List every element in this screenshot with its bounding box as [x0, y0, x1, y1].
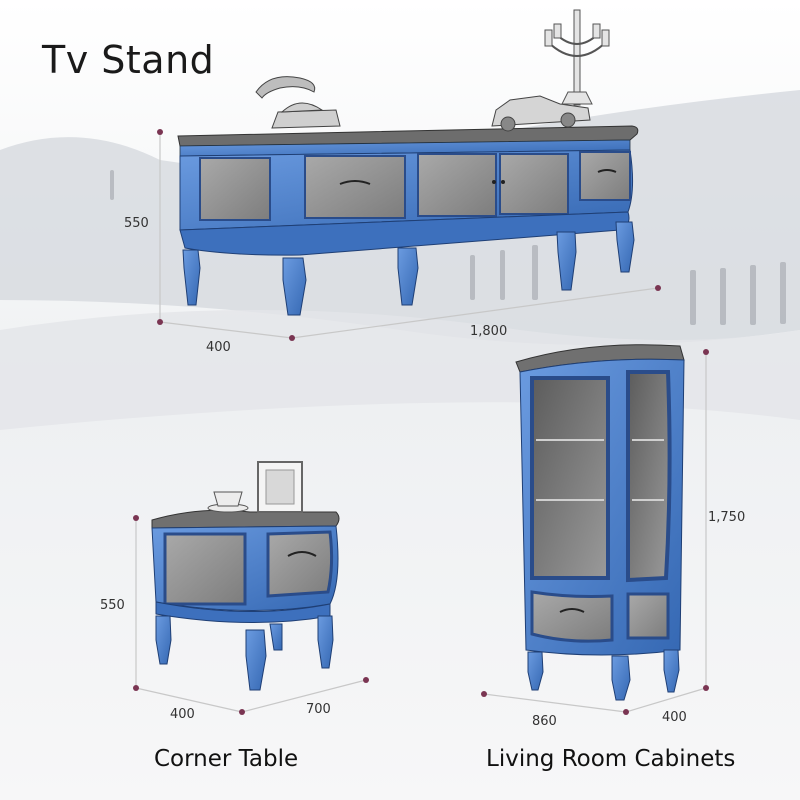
- page-title: Tv Stand: [42, 38, 215, 82]
- tv-stand-width-label: 1,800: [470, 324, 508, 339]
- car-model-decor: [491, 95, 591, 132]
- corner-table-width-label: 700: [306, 702, 331, 717]
- telephone-decor: [255, 76, 341, 129]
- tv-stand-depth-label: 400: [206, 340, 231, 355]
- corner-table-caption: Corner Table: [154, 746, 299, 772]
- tv-stand: [177, 9, 639, 316]
- corner-table-depth-label: 400: [170, 707, 195, 722]
- cabinet-height-label: 1,750: [708, 510, 746, 525]
- cabinet-caption: Living Room Cabinets: [486, 746, 736, 772]
- living-room-cabinet: [515, 344, 685, 701]
- cabinet-width-label: 860: [532, 714, 557, 729]
- photo-frame-decor: [257, 461, 303, 513]
- teacup-decor: [207, 491, 249, 513]
- tv-stand-height-label: 550: [124, 216, 149, 231]
- corner-table-height-label: 550: [100, 598, 125, 613]
- candelabra-decor: [544, 9, 610, 106]
- dimension-endpoints: [133, 129, 709, 715]
- cabinet-depth-label: 400: [662, 710, 687, 725]
- corner-table: [151, 461, 340, 691]
- dimension-lines: [135, 132, 707, 713]
